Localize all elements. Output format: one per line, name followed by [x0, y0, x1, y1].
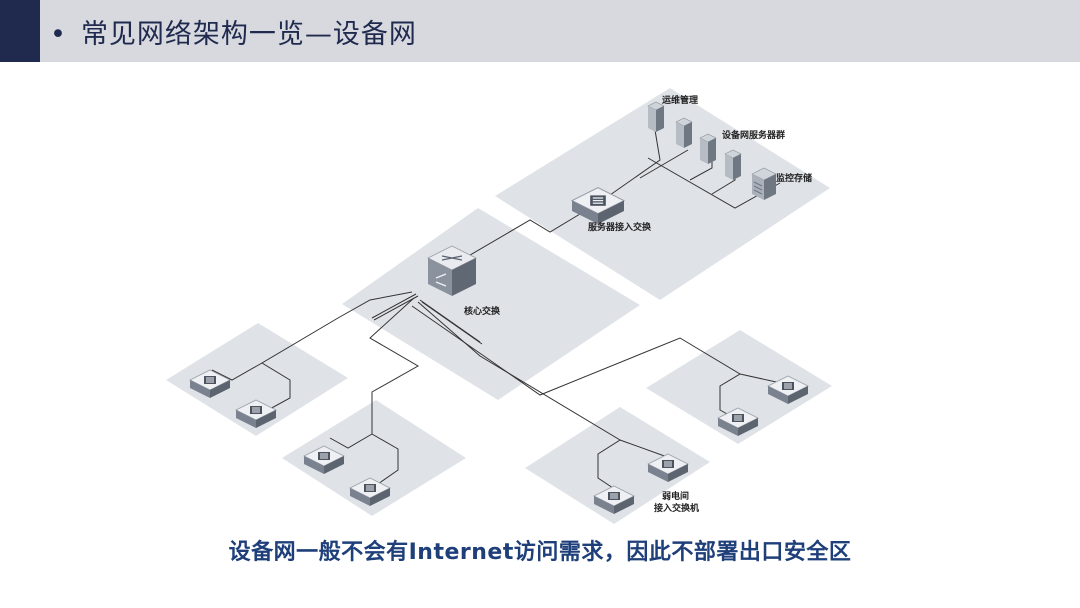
storage-array[interactable] — [751, 167, 777, 200]
zone-server-area — [495, 88, 830, 300]
label-core: 核心交换 — [464, 305, 501, 317]
label-ops: 运维管理 — [662, 94, 698, 106]
server-group-2[interactable] — [699, 133, 717, 165]
server-ops[interactable] — [647, 101, 665, 133]
label-storage: 监控存储 — [776, 172, 812, 184]
zone-access-1 — [166, 323, 348, 436]
zone-access-4 — [646, 330, 832, 444]
bottom-caption: 设备网一般不会有Internet访问需求，因此不部署出口安全区 — [228, 540, 852, 565]
zone-access-2 — [282, 400, 466, 516]
label-server-group: 设备网服务器群 — [722, 129, 785, 141]
header-accent-block — [0, 0, 40, 62]
label-access-switch: 接入交换机 — [654, 502, 699, 514]
zone-access-3 — [525, 407, 710, 524]
server-group-3[interactable] — [724, 149, 742, 181]
header-bar — [0, 0, 1080, 62]
server-group-1[interactable] — [675, 117, 693, 149]
core-switch[interactable] — [427, 245, 477, 296]
title-text: 常见网络架构一览—设备网 — [80, 19, 417, 50]
zone-core-area — [342, 208, 640, 400]
label-server-access: 服务器接入交换 — [588, 221, 652, 233]
title-bullet: • — [50, 19, 67, 50]
page-title: • 常见网络架构一览—设备网 — [50, 12, 417, 51]
label-weak-room: 弱电间 — [662, 490, 689, 502]
